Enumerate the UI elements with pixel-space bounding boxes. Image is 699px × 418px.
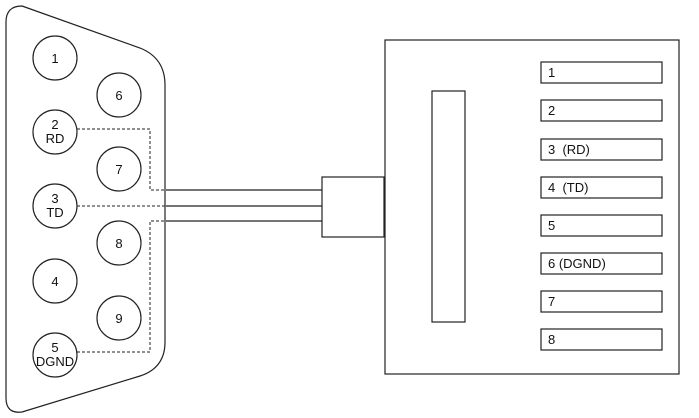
terminal-3-label: 3 (RD)	[548, 142, 590, 157]
terminal-1-label: 1	[548, 65, 555, 80]
terminal-4-label: 4 (TD)	[548, 180, 588, 195]
cable-wires	[166, 189, 322, 222]
pin-1-number: 1	[51, 51, 58, 66]
terminal-8-label: 8	[548, 332, 555, 347]
terminal-8: 8	[540, 328, 663, 351]
db9-pin-3: 3 TD	[32, 183, 78, 229]
db9-pin-2: 2 RD	[32, 109, 78, 155]
terminal-5-label: 5	[548, 218, 555, 233]
trace-pin-5-dgnd	[77, 220, 166, 353]
db9-pin-7: 7	[96, 146, 142, 192]
terminal-4: 4 (TD)	[540, 176, 663, 199]
db9-pin-5: 5 DGND	[32, 332, 78, 378]
terminal-3: 3 (RD)	[540, 138, 663, 161]
pin-9-number: 9	[115, 311, 122, 326]
terminal-6-label: 6 (DGND)	[548, 256, 606, 271]
terminal-5: 5	[540, 214, 663, 237]
db9-pin-9: 9	[96, 295, 142, 341]
dashed-pin-traces	[77, 128, 166, 353]
terminal-block-enclosure	[384, 39, 680, 375]
pin-3-number: 3	[51, 191, 58, 206]
pin-3-signal: TD	[46, 205, 63, 220]
terminal-1: 1	[540, 61, 663, 84]
terminal-socket	[431, 90, 466, 323]
pin-6-number: 6	[115, 88, 122, 103]
db9-pin-8: 8	[96, 220, 142, 266]
db9-pin-1: 1	[32, 35, 78, 81]
terminal-6: 6 (DGND)	[540, 252, 663, 275]
pin-2-signal: RD	[46, 131, 65, 146]
terminal-7: 7	[540, 290, 663, 313]
terminal-2-label: 2	[548, 103, 555, 118]
terminal-2: 2	[540, 99, 663, 122]
pin-5-number: 5	[51, 340, 58, 355]
trace-pin-2-rd	[77, 128, 166, 191]
terminal-7-label: 7	[548, 294, 555, 309]
db9-pin-4: 4	[32, 258, 78, 304]
pin-8-number: 8	[115, 236, 122, 251]
pin-5-signal: DGND	[36, 354, 74, 369]
pin-2-number: 2	[51, 117, 58, 132]
db9-pin-6: 6	[96, 72, 142, 118]
db9-pins: 1 2 RD 3 TD 4 5 DGND 6 7	[32, 35, 142, 378]
db9-connector-shell	[5, 5, 166, 413]
pin-7-number: 7	[115, 162, 122, 177]
terminal-list: 1 2 3 (RD) 4 (TD) 5 6 (DGND) 7 8	[540, 61, 663, 351]
cable-plug	[321, 176, 385, 238]
pin-4-number: 4	[51, 274, 58, 289]
